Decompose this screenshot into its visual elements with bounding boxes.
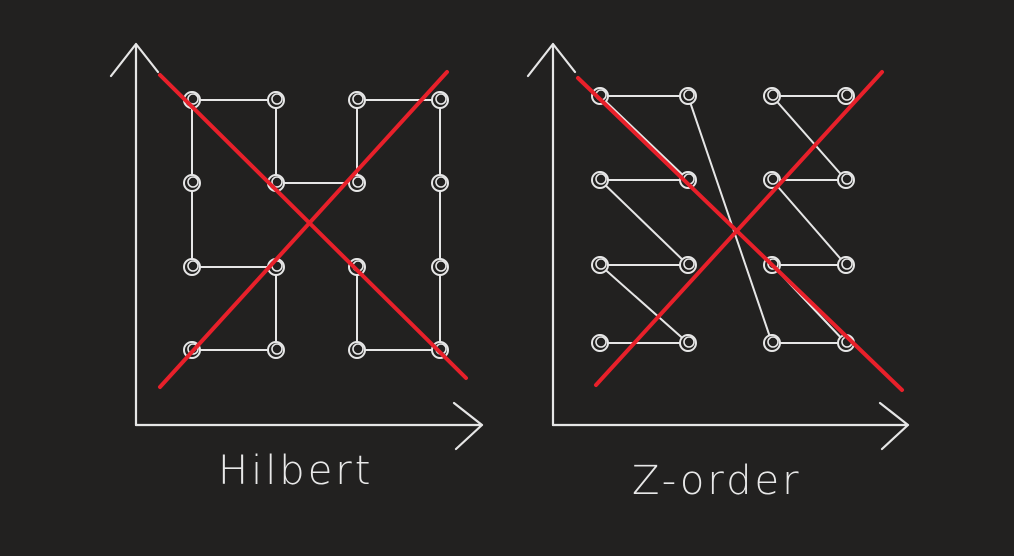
- hilbert-node-scribble: [352, 93, 364, 105]
- hilbert-node-scribble: [435, 176, 447, 188]
- hilbert-node-scribble: [435, 93, 447, 105]
- hilbert-node-scribble: [352, 176, 364, 188]
- hilbert-cross-stroke: [158, 73, 468, 380]
- hilbert-node-scribble: [435, 260, 447, 272]
- hilbert-node-scribble: [187, 260, 199, 272]
- z-order-cross-stroke: [594, 70, 884, 387]
- z-order-curve-path: [599, 95, 847, 344]
- z-order-label: Z-order: [632, 458, 802, 504]
- z-order-node-scribble: [683, 89, 695, 101]
- z-order-node-scribble: [595, 336, 607, 348]
- z-order-node-scribble: [841, 258, 853, 270]
- hilbert-node-scribble: [187, 343, 199, 355]
- z-order-node-scribble: [841, 89, 853, 101]
- hilbert-node-scribble: [271, 343, 283, 355]
- z-order-node-scribble: [683, 258, 695, 270]
- z-order-node-scribble: [595, 173, 607, 185]
- hilbert-label: Hilbert: [218, 448, 374, 494]
- hilbert-node-scribble: [187, 93, 199, 105]
- hilbert-y-axis: [109, 42, 160, 427]
- hilbert-curve-path: [191, 99, 441, 351]
- hilbert-x-axis: [134, 401, 484, 451]
- z-order-node-scribble: [767, 336, 779, 348]
- z-order-node-scribble: [767, 173, 779, 185]
- z-order-node-scribble: [767, 258, 779, 270]
- hilbert-cross-stroke: [158, 70, 449, 389]
- z-order-x-axis: [551, 401, 910, 451]
- z-order-node-scribble: [841, 173, 853, 185]
- hilbert-node-scribble: [187, 176, 199, 188]
- z-order-node-scribble: [767, 89, 779, 101]
- z-order-y-axis: [526, 42, 577, 427]
- z-order-node-scribble: [595, 258, 607, 270]
- z-order-cross-stroke: [576, 76, 904, 392]
- hilbert-node-scribble: [271, 176, 283, 188]
- hilbert-node-scribble: [352, 343, 364, 355]
- hilbert-node-scribble: [271, 93, 283, 105]
- z-order-node-scribble: [683, 336, 695, 348]
